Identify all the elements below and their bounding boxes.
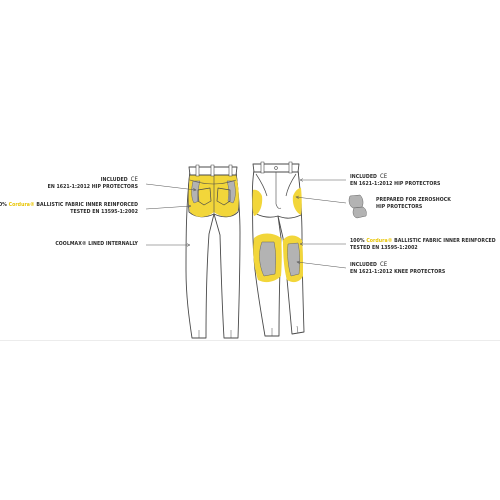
front-ballistic-label: 100% Cordura® BALLISTIC FABRIC INNER REI… [350,238,496,251]
tested-standard-text: TESTED EN 13595-1:2002 [350,244,418,251]
arrow-rear-ballistic [145,206,191,210]
hip-standard-text: EN 1621-1:2012 HIP PROTECTORS [47,183,138,190]
coolmax-text: COOLMAX® LINED INTERNALLY [55,241,138,247]
percent-text: 100% [350,238,365,244]
ce-mark: CE [379,261,388,268]
hip-standard-text: EN 1621-1:2012 HIP PROTECTORS [350,180,441,187]
belt-loop [195,164,200,177]
hip-reinforcement-left [252,189,263,216]
included-text: INCLUDED [350,262,377,268]
front-pocket-right [285,173,297,197]
included-text: INCLUDED [350,174,377,180]
fly [275,172,282,209]
brand-text: Cordura® [8,202,35,208]
arrow-zeroshock [296,197,347,204]
ce-mark: CE [130,176,138,183]
knee-standard-text: EN 1621-1:2012 KNEE PROTECTORS [350,268,446,275]
belt-loop [228,164,233,177]
rear-ballistic-label: 100% Cordura® BALLISTIC FABRIC INNER REI… [0,202,138,215]
ce-mark: CE [379,173,388,180]
knee-protector-left [259,241,276,277]
front-view-jeans [251,161,305,337]
rear-view-jeans [185,164,241,339]
zeroshock-hip-text: HIP PROTECTORS [376,203,423,210]
front-pocket-left [255,173,268,197]
hip-reinforcement-right [292,188,302,215]
hem-stitch [296,325,299,334]
coolmax-label: COOLMAX® LINED INTERNALLY [55,241,138,248]
ballistic-text: BALLISTIC FABRIC INNER REINFORCED [36,202,138,208]
included-text: INCLUDED [100,177,128,183]
callout-arrows [145,180,347,269]
arrow-knee [297,262,347,269]
hip-protector-right [226,180,236,204]
belt-loop [260,161,265,174]
zeroshock-text: PREPARED FOR ZEROSHOCK [376,197,451,203]
yoke-seam [189,179,237,185]
brand-text: Cordura® [366,238,393,244]
belt-loop [210,164,215,177]
arrow-rear-hip [145,183,196,190]
zeroshock-protector-icon [348,194,367,219]
button-icon [274,166,278,170]
rear-seat-yellow [188,175,239,217]
knee-protector-right [287,242,300,277]
pocket-right [216,187,231,206]
pocket-left [197,187,212,206]
tested-standard-text: TESTED EN 13595-1:2002 [70,208,138,215]
percent-text: 100% [0,202,7,208]
zeroshock-label: PREPARED FOR ZEROSHOCK HIP PROTECTORS [376,197,451,210]
divider-line [0,340,500,341]
belt-loop [288,161,293,174]
ballistic-text: BALLISTIC FABRIC INNER REINFORCED [394,238,496,244]
